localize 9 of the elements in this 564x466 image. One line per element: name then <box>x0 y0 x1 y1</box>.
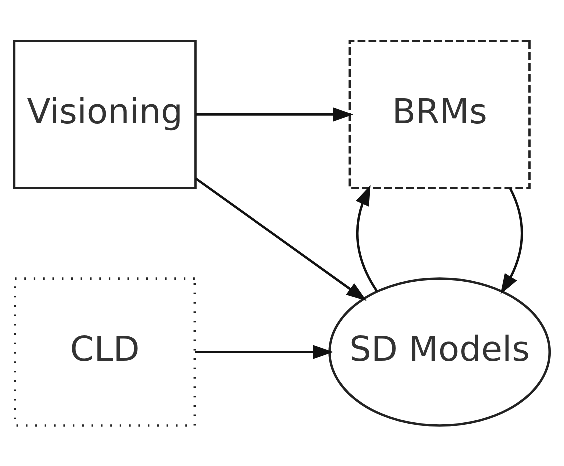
arrow <box>500 188 524 294</box>
node-box: Visioning <box>13 40 197 189</box>
node-ellipse: SD Models <box>328 277 552 426</box>
arrow <box>195 344 334 359</box>
arrow <box>195 177 367 301</box>
node-box: CLD <box>14 277 196 426</box>
node-box: BRMs <box>348 40 531 189</box>
arrow <box>356 184 378 292</box>
arrow <box>196 107 354 122</box>
